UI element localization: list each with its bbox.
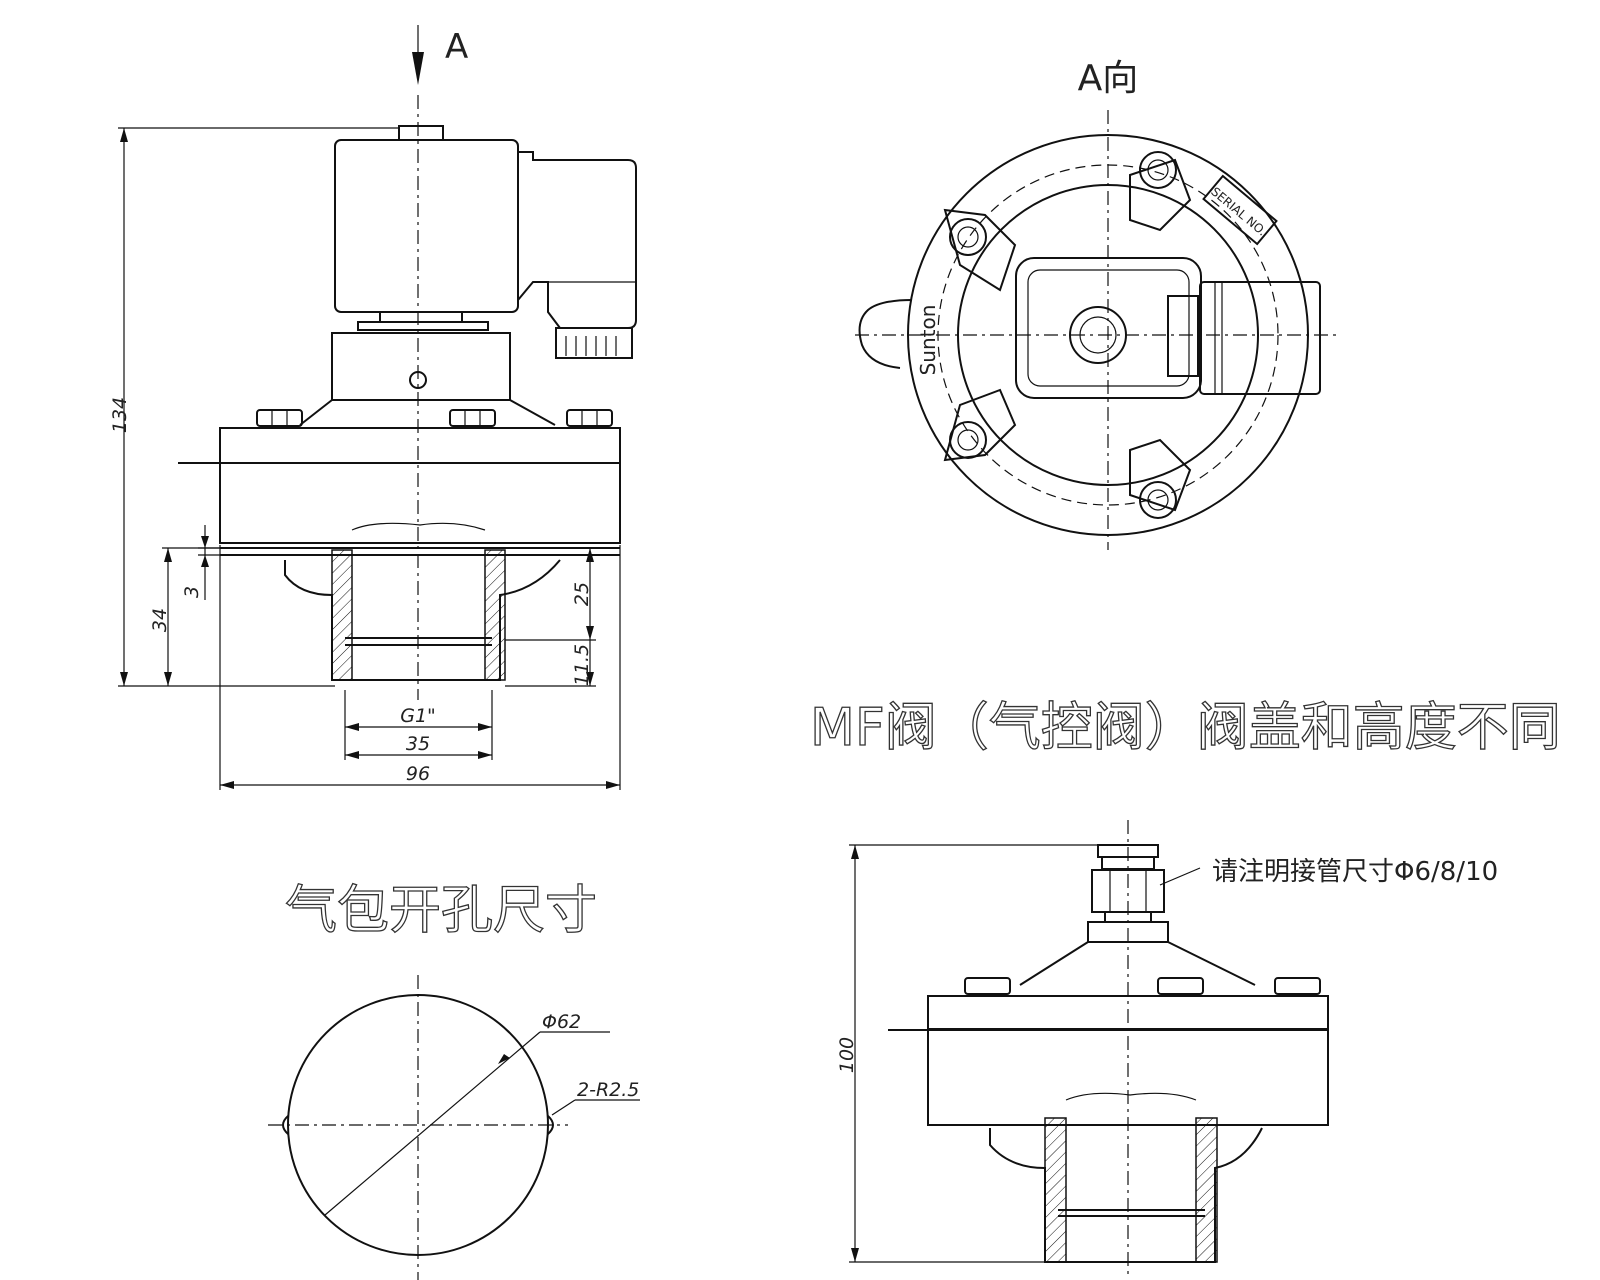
brand-text: Sunton — [916, 305, 940, 376]
mf-valve-view: 100 请注明接管尺寸Φ6/8/10 — [836, 820, 1498, 1275]
dim-34: 34 — [149, 608, 171, 632]
dim-hole-diameter: Φ62 — [542, 1011, 581, 1033]
front-view: A — [109, 25, 637, 790]
opening-view: 气包开孔尺寸 Φ62 2-R2.5 — [268, 880, 640, 1280]
view-arrow-icon — [412, 52, 424, 85]
dim-100: 100 — [836, 1037, 858, 1073]
view-a-title: A向 — [1078, 58, 1139, 99]
dim-96: 96 — [406, 763, 430, 785]
dim-35: 35 — [406, 733, 430, 755]
gland-ribs — [565, 336, 617, 356]
top-view: A向 SERIAL NO. Su — [855, 58, 1340, 550]
dim-thread: G1" — [400, 705, 436, 727]
bolt-lugs — [943, 151, 1192, 519]
tube-size-note: 请注明接管尺寸Φ6/8/10 — [1212, 857, 1498, 887]
dim-3: 3 — [181, 586, 203, 598]
opening-title: 气包开孔尺寸 — [285, 881, 597, 941]
dim-25: 25 — [571, 582, 593, 606]
view-arrow-label: A — [445, 27, 468, 67]
dim-134: 134 — [109, 397, 131, 433]
dim-11-5: 11.5 — [571, 644, 593, 686]
mf-note: MF阀（气控阀）阀盖和高度不同 — [810, 698, 1561, 758]
dim-notch-radius: 2-R2.5 — [577, 1079, 639, 1101]
